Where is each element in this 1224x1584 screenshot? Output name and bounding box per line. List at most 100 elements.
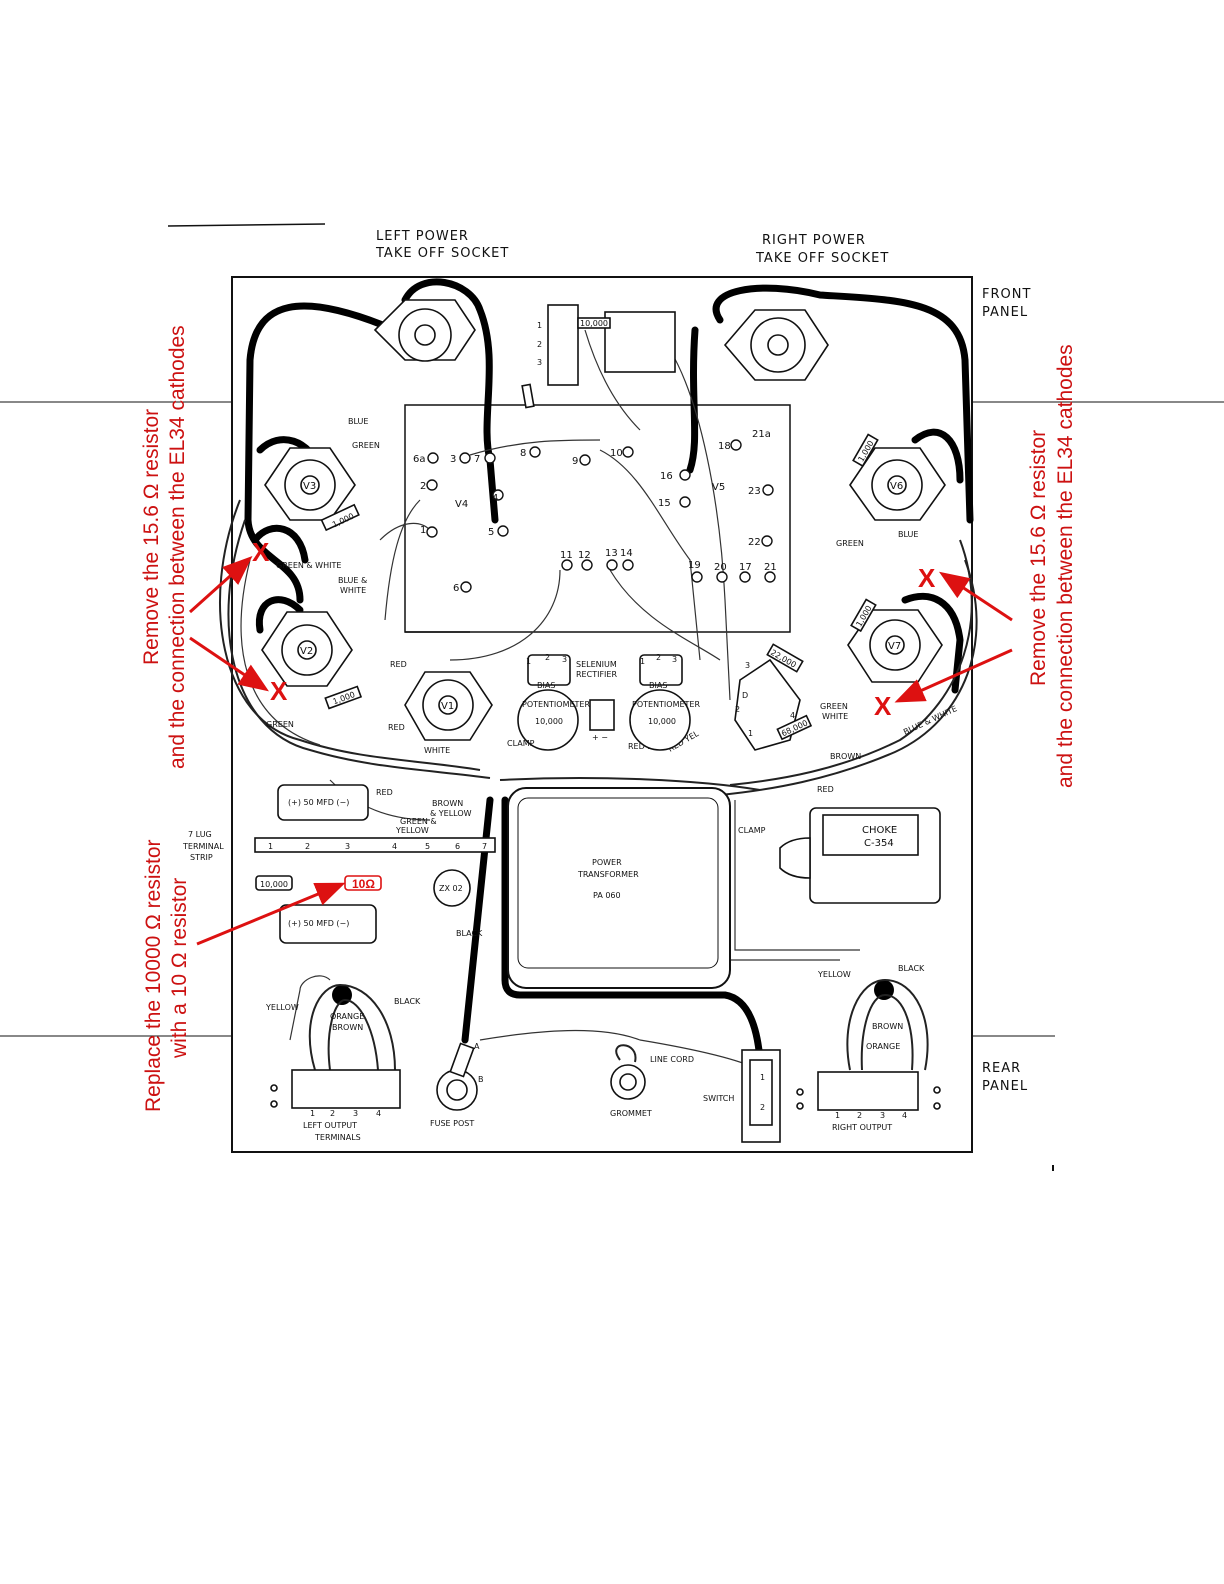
wire-label-green-white: GREEN & WHITE xyxy=(276,561,341,570)
pot-right-label-2: 10,000 xyxy=(648,717,676,726)
terminal-5: 5 xyxy=(488,527,494,538)
bias-pin-right-3: 3 xyxy=(672,655,677,664)
selector-pin-4: 4 xyxy=(790,711,795,720)
terminal-19: 19 xyxy=(688,560,701,571)
power-transformer-label-2: TRANSFORMER xyxy=(577,870,639,879)
terminal-12: 12 xyxy=(578,550,591,561)
terminal-20: 20 xyxy=(714,562,727,573)
wire-label-red-top-cap: RED xyxy=(376,788,393,797)
terminal-3: 3 xyxy=(450,454,456,465)
rear-panel-label-1: REAR xyxy=(982,1061,1021,1076)
tube-v6-label: V6 xyxy=(890,481,903,492)
terminal-7: 7 xyxy=(474,454,480,465)
right-yellow-label: YELLOW xyxy=(817,970,851,979)
replace-annotation-line-2: with a 10 Ω resistor xyxy=(168,878,191,1059)
selenium-rectifier-1: SELENIUM xyxy=(576,660,617,669)
wire-label-blue: BLUE xyxy=(348,417,368,426)
x-mark-v3: X xyxy=(252,537,270,567)
wire-label-blue-right: BLUE xyxy=(898,530,918,539)
right-terminal-num-2: 2 xyxy=(857,1111,862,1120)
resistor-10000-strip: 10,000 xyxy=(260,880,288,889)
terminal-2: 2 xyxy=(420,481,426,492)
socket-pin-3: 3 xyxy=(537,358,542,367)
right-socket-label-2: TAKE OFF SOCKET xyxy=(755,251,889,266)
bias-pin-left-2: 2 xyxy=(545,653,550,662)
wire-bundles xyxy=(219,329,978,1071)
terminals xyxy=(426,439,776,593)
wire-label-brown: BROWN xyxy=(830,752,861,761)
terminal-6a: 6a xyxy=(413,454,426,465)
rectifier-polarity: + − xyxy=(592,733,608,742)
wire-label-red-left2: RED xyxy=(388,723,405,732)
right-output-label: RIGHT OUTPUT xyxy=(832,1123,892,1132)
terminal-8: 8 xyxy=(520,448,526,459)
right-orange-label: ORANGE xyxy=(866,1042,900,1051)
wire-label-black-bottom: BLACK xyxy=(456,929,483,938)
strip-num-4: 4 xyxy=(392,842,397,851)
tube-v2-label: V2 xyxy=(300,646,313,657)
power-transformer-label-3: PA 060 xyxy=(593,891,621,900)
bias-label-right: BIAS xyxy=(649,681,667,690)
choke-label-2: C-354 xyxy=(864,838,894,849)
right-annotation-line-1: Remove the 15.6 Ω resistor xyxy=(1027,430,1050,686)
terminal-strip-label-2: TERMINAL xyxy=(182,842,224,851)
terminal-4: 4 xyxy=(492,493,498,504)
selector-pin-1: 1 xyxy=(748,729,753,738)
terminal-23: 23 xyxy=(748,486,761,497)
arrow-to-x-v2 xyxy=(189,636,269,692)
terminal-18: 18 xyxy=(718,441,731,452)
fuse-post-label: FUSE POST xyxy=(430,1119,474,1128)
pot-left-label-2: 10,000 xyxy=(535,717,563,726)
terminal-21a: 21a xyxy=(752,429,771,440)
switch-label: SWITCH xyxy=(703,1094,734,1103)
strip-num-2: 2 xyxy=(305,842,310,851)
chassis xyxy=(0,223,1224,1171)
capacitor-section: (+) 50 MFD (−) (+) 50 MFD (−) 7 LUG TERM… xyxy=(182,784,496,944)
left-orange-label: ORANGE xyxy=(330,1012,364,1021)
right-black-label: BLACK xyxy=(898,964,925,973)
resistor-1000-v2: 1,000 xyxy=(332,690,357,706)
terminal-15: 15 xyxy=(658,498,671,509)
strip-num-5: 5 xyxy=(425,842,430,851)
left-annotation-line-1: Remove the 15.6 Ω resistor xyxy=(140,409,163,665)
strip-num-7: 7 xyxy=(482,842,487,851)
wire-label-blue-white-r: BLUE & WHITE xyxy=(902,704,958,737)
terminal-9: 9 xyxy=(572,456,578,467)
terminal-strip-label-3: STRIP xyxy=(190,853,213,862)
tube-resistors: 1,000 1,000 1,000 1,000 xyxy=(320,433,879,710)
wire-label-green-left: GREEN xyxy=(266,720,294,729)
x-mark-v6: X xyxy=(918,563,936,593)
left-annotation-line-2: and the connection between the EL34 cath… xyxy=(166,325,189,769)
socket-pin-1: 1 xyxy=(537,321,542,330)
resistor-10000-top: 10,000 xyxy=(580,319,608,328)
tube-v1-socket: V1 xyxy=(404,671,493,741)
left-terminal-num-2: 2 xyxy=(330,1109,335,1118)
selector-switch: 22,000 68,000 1 2 3 4 D CLAMP xyxy=(734,643,813,835)
capacitor-top-label: (+) 50 MFD (−) xyxy=(288,798,349,807)
terminal-labels: 6a 3 7 2 1 6 4 5 8 V4 9 10 11 12 13 14 1… xyxy=(413,429,777,594)
bias-pin-right-1: 1 xyxy=(640,657,645,666)
wire-label-brown-yellow-2: & YELLOW xyxy=(430,809,472,818)
terminal-16: 16 xyxy=(660,471,673,482)
selector-d: D xyxy=(742,691,748,700)
wire-label-blue-white-1: BLUE & xyxy=(338,576,367,585)
fuse-b-label: B xyxy=(478,1075,484,1084)
bias-pin-right-2: 2 xyxy=(656,653,661,662)
strip-num-3: 3 xyxy=(345,842,350,851)
left-terminal-num-4: 4 xyxy=(376,1109,381,1118)
wire-label-green-yellow-1: GREEN & xyxy=(400,817,437,826)
strip-num-6: 6 xyxy=(455,842,460,851)
wire-label-green-yellow-2: YELLOW xyxy=(395,826,429,835)
switch-pin-2: 2 xyxy=(760,1103,765,1112)
bias-pin-left-3: 3 xyxy=(562,655,567,664)
selenium-rectifier-2: RECTIFIER xyxy=(576,670,617,679)
wire-label-green-white-r1: GREEN xyxy=(820,702,848,711)
annotations: X X X X Remove the 15.6 Ω resistor and t… xyxy=(140,325,1077,1112)
front-selector-strip: 1 2 3 10,000 xyxy=(521,304,676,409)
left-output-label-1: LEFT OUTPUT xyxy=(303,1121,357,1130)
terminal-17: 17 xyxy=(739,562,752,573)
wire-label-green: GREEN xyxy=(352,441,380,450)
arrow-to-x-v7 xyxy=(894,648,1013,703)
rear-panel-label-2: PANEL xyxy=(982,1079,1028,1094)
x-mark-v2: X xyxy=(270,676,288,706)
